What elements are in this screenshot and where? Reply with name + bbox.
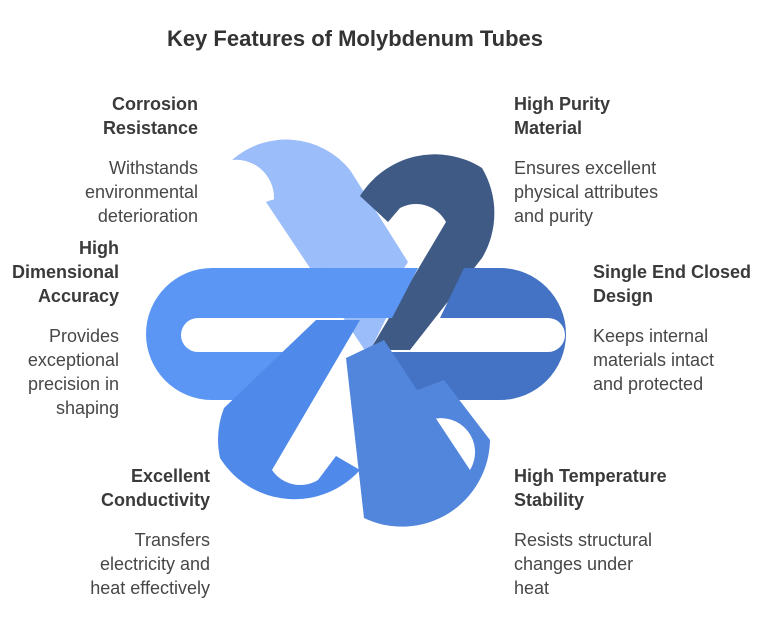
feature-description: Provides exceptional precision in shapin… <box>27 326 119 418</box>
single-end-closed-link <box>356 268 566 400</box>
high-purity-link <box>360 154 495 350</box>
dimensional-accuracy-link <box>146 268 418 400</box>
feature-excellent-conductivity: Excellent Conductivity Transfers electri… <box>0 464 210 600</box>
feature-corrosion-resistance: Corrosion Resistance Withstands environm… <box>0 92 198 228</box>
feature-description: Ensures excellent physical attributes an… <box>514 158 659 226</box>
feature-description: Withstands environmental deterioration <box>84 158 198 226</box>
feature-heading: Single End Closed Design <box>593 262 752 306</box>
high-temperature-stability-link <box>346 340 490 527</box>
feature-heading: Excellent Conductivity <box>100 466 210 510</box>
feature-heading: High Dimensional Accuracy <box>11 238 119 306</box>
feature-description: Keeps internal materials intact and prot… <box>593 326 715 394</box>
feature-heading: High Purity Material <box>514 94 611 138</box>
feature-heading: High Temperature Stability <box>514 466 667 510</box>
excellent-conductivity-link <box>218 320 360 500</box>
page-title: Key Features of Molybdenum Tubes <box>166 26 544 51</box>
feature-heading: Corrosion Resistance <box>102 94 198 138</box>
feature-high-temperature-stability: High Temperature Stability Resists struc… <box>514 464 724 600</box>
feature-dimensional-accuracy: High Dimensional Accuracy Provides excep… <box>0 236 119 420</box>
feature-single-end-closed: Single End Closed Design Keeps internal … <box>593 260 774 396</box>
feature-description: Transfers electricity and heat effective… <box>90 530 210 598</box>
feature-high-purity: High Purity Material Ensures excellent p… <box>514 92 724 228</box>
feature-description: Resists structural changes under heat <box>514 530 653 598</box>
